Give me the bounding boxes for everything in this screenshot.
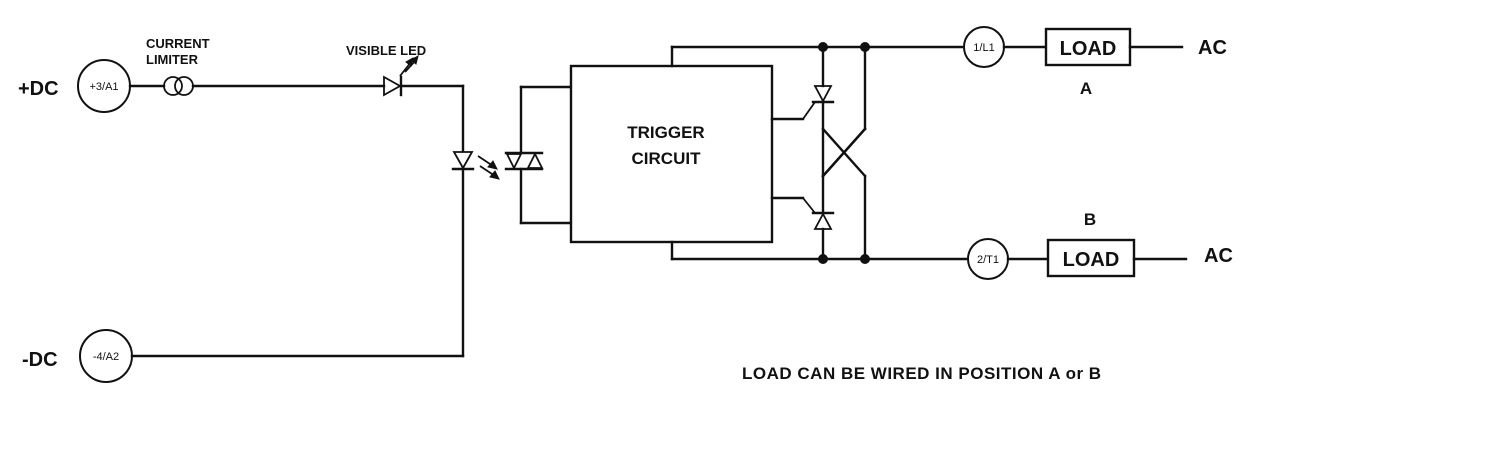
terminal-negative-a2: -4/A2: [79, 329, 133, 383]
photo-triac-symbol: [504, 85, 573, 225]
trigger-circuit-box: [569, 64, 774, 244]
current-limiter-symbol: [163, 76, 194, 96]
terminal-l1: 1/L1: [963, 26, 1005, 68]
load-a-tag: A: [1080, 79, 1092, 98]
trigger-circuit-label-line1: TRIGGER: [627, 123, 704, 142]
terminal-l1-label: 1/L1: [973, 42, 994, 54]
load-b-label: LOAD: [1063, 249, 1120, 271]
load-a-label: LOAD: [1060, 38, 1117, 60]
terminal-positive-label: +3/A1: [89, 81, 118, 93]
visible-led-symbol: [383, 54, 419, 97]
load-b-tag: B: [1084, 210, 1096, 229]
load-b-box: [1046, 238, 1136, 278]
terminal-t1-label: 2/T1: [977, 254, 999, 266]
positive-dc-label: +DC: [18, 78, 59, 100]
visible-led-label: VISIBLE LED: [346, 43, 426, 58]
ac-top-label: AC: [1198, 37, 1227, 59]
ac-bottom-label: AC: [1204, 245, 1233, 267]
current-limiter-label-line2: LIMITER: [146, 52, 199, 67]
upper-scr-symbol: [770, 45, 867, 178]
terminal-positive-a1: +3/A1: [77, 59, 131, 113]
wiring-note: LOAD CAN BE WIRED IN POSITION A or B: [742, 364, 1102, 383]
current-limiter-label-line1: CURRENT: [146, 36, 210, 51]
terminal-t1: 2/T1: [967, 238, 1009, 280]
negative-dc-label: -DC: [22, 349, 58, 371]
lower-scr-symbol: [770, 45, 867, 261]
trigger-circuit-label-line2: CIRCUIT: [632, 149, 702, 168]
terminal-negative-label: -4/A2: [93, 351, 119, 363]
opto-led-symbol: [451, 151, 500, 180]
